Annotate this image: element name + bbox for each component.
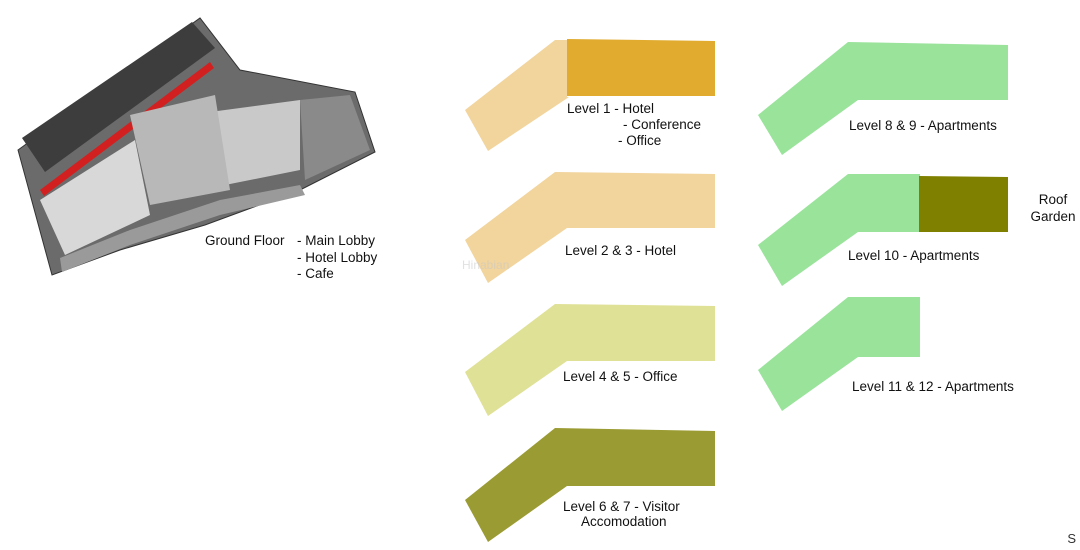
level-10-block (758, 174, 1008, 286)
ground-floor-item-2: - Hotel Lobby (297, 250, 378, 265)
plan-street-band (22, 22, 215, 172)
watermark-text: Hinabian (462, 258, 510, 272)
level-10-label: Level 10 - Apartments (848, 248, 980, 263)
roof-garden-label-line-2: Garden (1030, 209, 1076, 224)
level-1-label-line-3: - Office (618, 133, 662, 148)
level-6-7-label-line-2: Accomodation (581, 514, 667, 529)
level-10-apartments-part (758, 174, 920, 286)
level-1-block (465, 39, 715, 151)
roof-garden-part (919, 176, 1008, 232)
ground-floor-plan (17, 17, 376, 276)
level-1-conference-office-part (567, 39, 715, 96)
corner-mark: S (1067, 531, 1076, 546)
plan-south-strip (60, 185, 305, 272)
plan-lobby (130, 95, 230, 205)
level-2-3-block (465, 172, 715, 283)
plan-core (210, 100, 300, 185)
level-6-7-block (465, 428, 715, 542)
ground-floor-item-3: - Cafe (297, 266, 334, 281)
ground-floor-item-1: - Main Lobby (297, 233, 376, 248)
level-6-7-label-line-1: Level 6 & 7 - Visitor (563, 499, 680, 514)
level-8-9-block (758, 42, 1008, 155)
roof-garden-label-line-1: Roof (1038, 192, 1068, 207)
ground-floor-title: Ground Floor (205, 233, 285, 248)
plan-red-line (40, 62, 214, 196)
level-4-5-block (465, 304, 715, 416)
level-11-12-label: Level 11 & 12 - Apartments (852, 379, 1014, 394)
plan-east-wing (300, 95, 370, 180)
level-1-label-line-1: Level 1 - Hotel (567, 101, 655, 116)
level-4-5-label: Level 4 & 5 - Office (563, 369, 678, 384)
level-1-label-line-2: - Conference (623, 117, 702, 132)
level-11-12-block (758, 297, 920, 411)
level-1-hotel-part (465, 40, 569, 151)
level-8-9-label: Level 8 & 9 - Apartments (849, 118, 997, 133)
level-2-3-label: Level 2 & 3 - Hotel (565, 243, 677, 258)
plan-west-wing (40, 140, 150, 255)
